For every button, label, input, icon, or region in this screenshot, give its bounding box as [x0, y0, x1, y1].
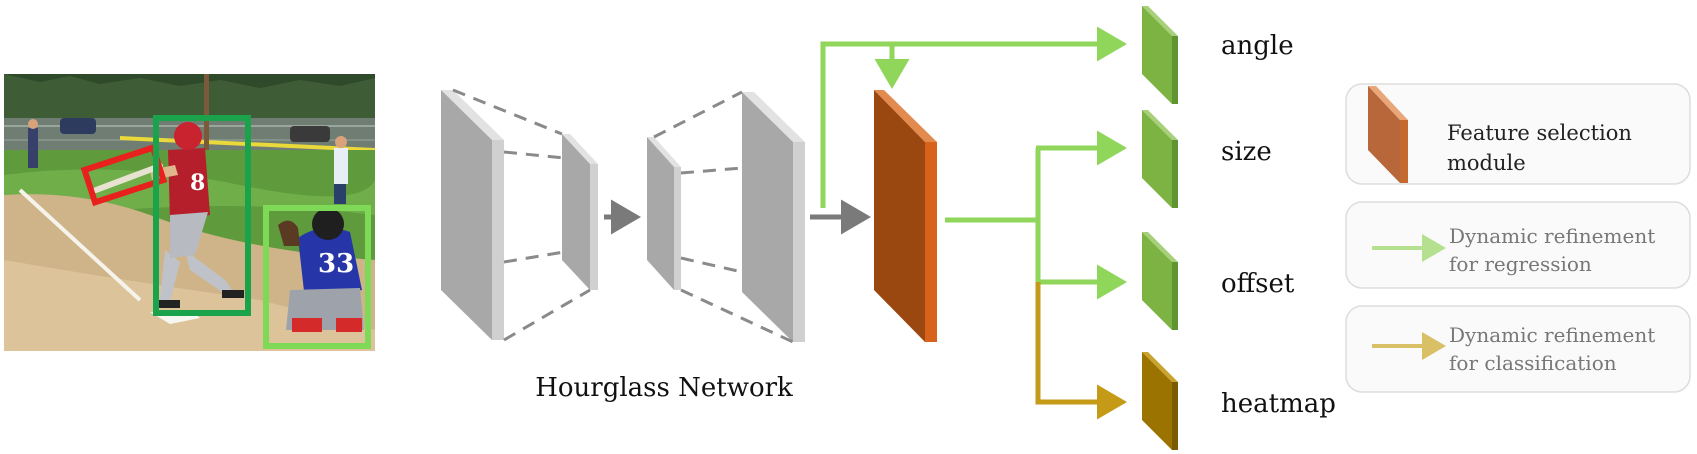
legend-feature-selection: Feature selection module: [1345, 83, 1691, 185]
catcher-bounding-box: [263, 205, 371, 349]
size-head-block: [1142, 110, 1178, 208]
batter-bounding-box: [153, 115, 251, 316]
legend-classification-line2: for classification: [1449, 351, 1617, 375]
heatmap-branch-arrow: [1035, 282, 1127, 420]
input-photo: 8 33: [4, 74, 375, 351]
legend-regression-line1: Dynamic refinement: [1449, 224, 1655, 248]
heatmap-label: heatmap: [1221, 389, 1336, 419]
heatmap-head-block: [1142, 352, 1178, 450]
legend-classification-line1: Dynamic refinement: [1449, 323, 1655, 347]
legend: Feature selection module Dynamic refinem…: [1345, 83, 1691, 393]
size-label: size: [1221, 137, 1272, 167]
hourglass-network-label: Hourglass Network: [535, 373, 793, 403]
feature-selection-module: [874, 90, 937, 342]
angle-branch-arrow: [820, 26, 1127, 208]
legend-regression-line2: for regression: [1449, 252, 1592, 276]
batter-figure: [150, 122, 244, 308]
batter-jersey-number: 8: [190, 170, 205, 196]
legend-feature-selection-line1: Feature selection: [1447, 121, 1632, 145]
catcher-jersey-number: 33: [318, 249, 354, 279]
gray-block-1: [441, 90, 504, 340]
hourglass-dashed-edges: [452, 88, 794, 344]
hourglass-network: [441, 88, 805, 344]
angle-head-block: [1142, 6, 1178, 104]
catcher-figure: [278, 208, 364, 332]
offset-head-block: [1142, 232, 1178, 330]
legend-feature-selection-line2: module: [1447, 151, 1526, 175]
gray-block-4: [742, 92, 805, 342]
legend-regression: Dynamic refinement for regression: [1345, 201, 1691, 289]
gray-block-3: [647, 137, 681, 290]
gray-block-2: [562, 134, 598, 290]
legend-classification: Dynamic refinement for classification: [1345, 305, 1691, 393]
offset-label: offset: [1221, 269, 1295, 299]
angle-label: angle: [1221, 31, 1294, 61]
